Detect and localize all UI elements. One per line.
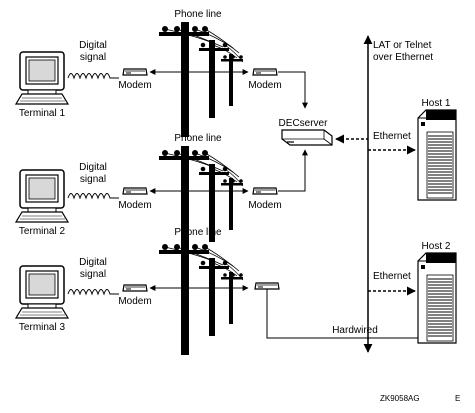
host-1-icon [417,109,457,201]
terminal-1-label: Terminal 1 [19,108,66,119]
host-1-label: Host 1 [422,98,451,109]
decserver-label: DECserver [279,118,329,129]
modem-label: Modem [118,80,151,91]
signal-label: signal [80,174,106,185]
modem-to-decserver-arrow [278,149,308,192]
terminal-3-icon [15,265,69,319]
terminal-1-icon [15,51,69,105]
decserver-icon [281,129,333,146]
modem-label: Modem [118,296,151,307]
digital-signal-wave [67,289,119,296]
ethernet-label: Ethernet [373,131,411,142]
terminal-3-label: Terminal 3 [19,322,66,333]
modem-icon [252,68,278,76]
phone-line-label: Phone line [174,133,222,144]
phone-line-label: Phone line [174,227,222,238]
digital-signal-wave [67,193,119,200]
digital-label: Digital [79,162,107,173]
modem-to-decserver-arrow [278,71,308,109]
host-1: Host 1 Ethernet [368,98,457,201]
terminal-2-label: Terminal 2 [19,226,66,237]
lat-telnet-label-line2: over Ethernet [373,52,433,63]
digital-signal-wave [67,73,119,80]
figure-code-suffix: E [455,394,460,403]
modem-icon [122,68,148,76]
modem-icon [122,187,148,195]
modem-label: Modem [248,80,281,91]
host-2: Host 2 Ethernet [368,241,457,344]
utility-pole-icon [158,21,244,138]
terminal-2-icon [15,169,69,223]
host-2-icon [417,252,457,344]
phone-line-label: Phone line [174,9,222,20]
row-2: Terminal 2 Digital signal Modem Phone li… [15,133,308,262]
utility-pole-icon [158,145,244,262]
figure-code: ZK9058AG [380,394,420,403]
modem-icon [252,187,278,195]
host-2-label: Host 2 [422,241,451,252]
digital-label: Digital [79,257,107,268]
ethernet-backbone: LAT or Telnet over Ethernet [363,35,433,353]
modem-icon [122,284,148,292]
hardwired-label: Hardwired [332,325,378,336]
lat-telnet-label-line1: LAT or Telnet [373,40,432,51]
digital-label: Digital [79,40,107,51]
signal-label: signal [80,52,106,63]
modem-label: Modem [248,200,281,211]
row-1: Terminal 1 Digital signal Modem Phone li… [15,9,308,138]
decserver: DECserver [279,118,368,146]
modem-label: Modem [118,200,151,211]
modem-icon [254,282,280,290]
utility-pole-icon [158,239,244,356]
ethernet-label: Ethernet [373,271,411,282]
signal-label: signal [80,269,106,280]
